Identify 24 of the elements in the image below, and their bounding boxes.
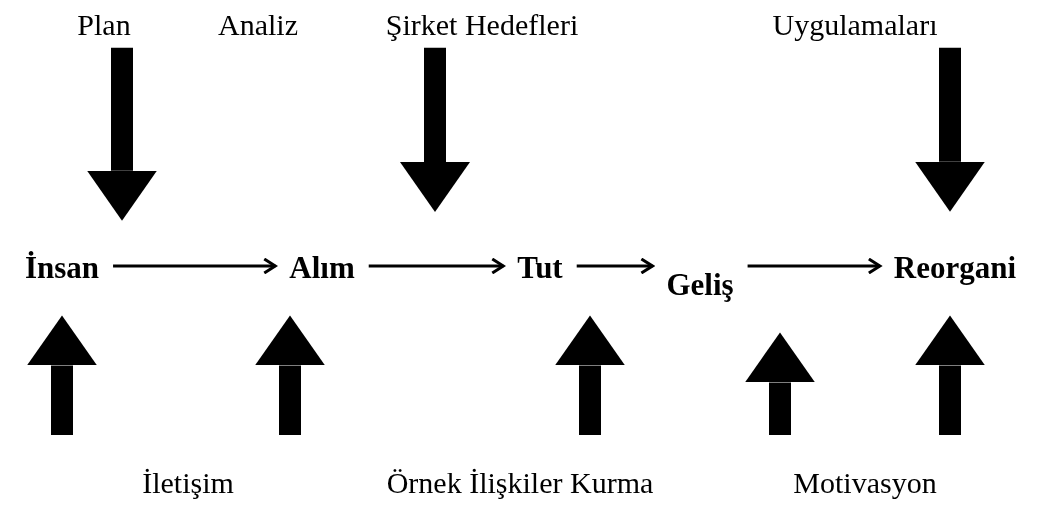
arrow <box>915 47 985 212</box>
arrow <box>747 257 882 275</box>
node-label: Motivasyon <box>793 464 937 502</box>
arrow <box>915 315 985 435</box>
arrow <box>368 257 505 275</box>
arrow <box>576 257 654 275</box>
node-label: Reorgani <box>893 248 1017 288</box>
node-label: İnsan <box>24 248 100 288</box>
node-label: Geliş <box>666 265 734 305</box>
node-label: İletişim <box>142 464 234 502</box>
node-label: Uygulamaları <box>772 6 938 44</box>
arrow <box>555 315 625 435</box>
node-label: Şirket Hedefleri <box>385 6 579 44</box>
node-label: Örnek İlişkiler Kurma <box>386 464 654 502</box>
arrow <box>113 257 277 275</box>
node-label: Tut <box>517 248 563 288</box>
node-label: Alım <box>289 248 355 288</box>
arrow <box>745 332 815 435</box>
arrow <box>27 315 97 435</box>
node-label: Analiz <box>218 6 298 44</box>
node-label: Plan <box>77 6 131 44</box>
arrow <box>87 47 157 221</box>
arrow <box>400 47 470 212</box>
arrow <box>255 315 325 435</box>
